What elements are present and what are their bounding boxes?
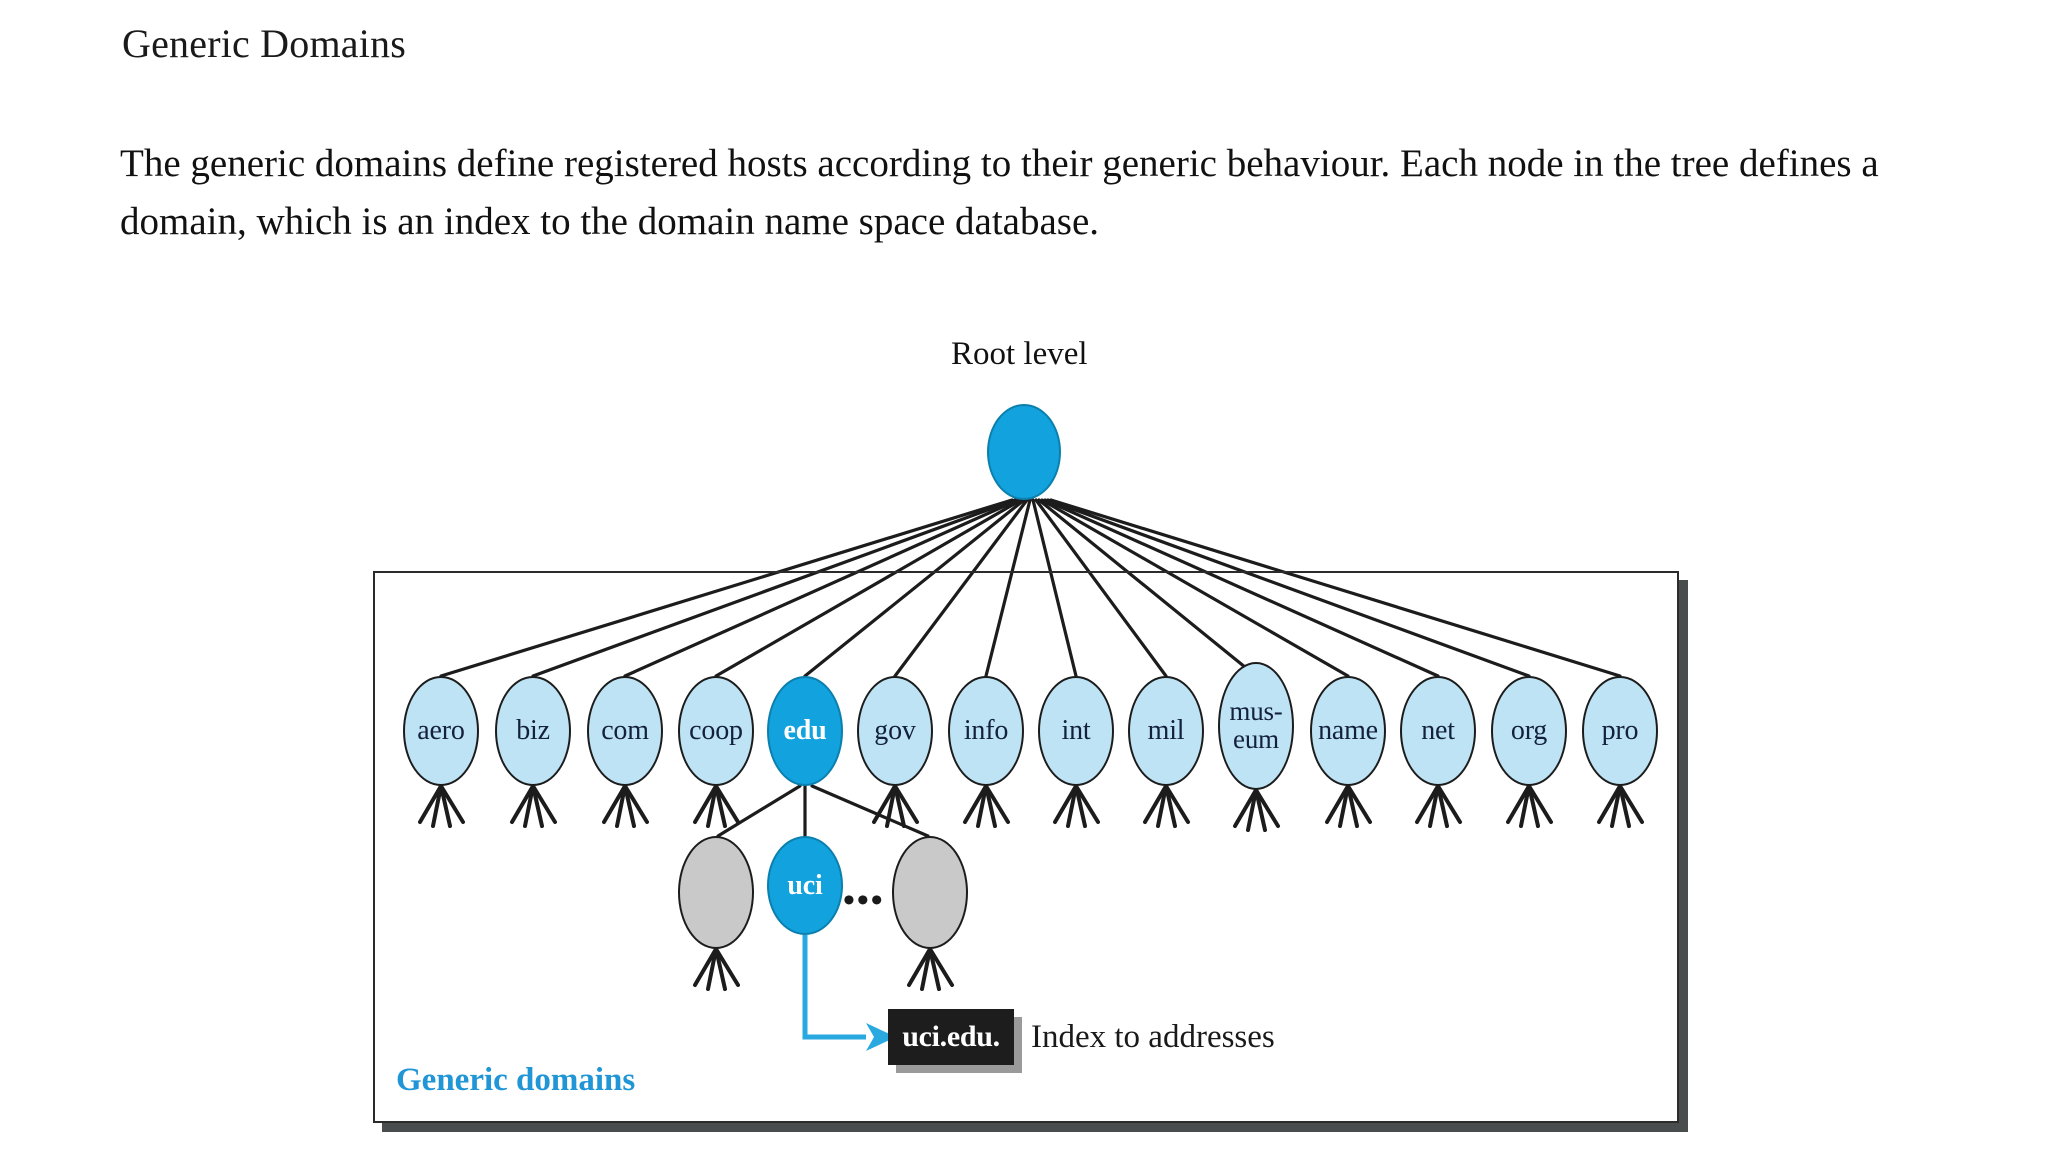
- node-uci-label: uci: [787, 869, 823, 901]
- node-org-label: org: [1510, 715, 1548, 746]
- node-biz[interactable]: biz: [495, 676, 571, 786]
- ellipsis-icon: •••: [843, 882, 885, 919]
- node-name[interactable]: name: [1310, 676, 1386, 786]
- node-gov-label: gov: [874, 715, 916, 746]
- node-uci[interactable]: uci: [767, 836, 843, 935]
- index-to-addresses-label: Index to addresses: [1031, 1019, 1275, 1055]
- node-pro-label: pro: [1601, 715, 1639, 746]
- node-name-label: name: [1318, 715, 1378, 746]
- node-int[interactable]: int: [1038, 676, 1114, 786]
- body-paragraph: The generic domains define registered ho…: [120, 142, 1879, 243]
- node-sub-right[interactable]: [892, 836, 968, 949]
- uci-edu-box[interactable]: uci.edu.: [888, 1009, 1014, 1065]
- diagram-frame: [373, 571, 1679, 1123]
- node-mil-label: mil: [1147, 715, 1185, 746]
- uci-edu-label: uci.edu.: [902, 1020, 1000, 1053]
- node-info[interactable]: info: [948, 676, 1024, 786]
- root-level-label: Root level: [951, 336, 1088, 372]
- node-gov[interactable]: gov: [857, 676, 933, 786]
- node-net-label: net: [1421, 715, 1455, 746]
- node-biz-label: biz: [516, 715, 550, 746]
- node-info-label: info: [963, 715, 1009, 746]
- node-net[interactable]: net: [1400, 676, 1476, 786]
- node-coop[interactable]: coop: [678, 676, 754, 786]
- node-mil[interactable]: mil: [1128, 676, 1204, 786]
- node-edu[interactable]: edu: [767, 676, 843, 786]
- node-com[interactable]: com: [587, 676, 663, 786]
- node-org[interactable]: org: [1491, 676, 1567, 786]
- node-aero[interactable]: aero: [403, 676, 479, 786]
- node-sub-left[interactable]: [678, 836, 754, 949]
- node-int-label: int: [1061, 715, 1091, 746]
- node-com-label: com: [601, 715, 649, 746]
- node-pro[interactable]: pro: [1582, 676, 1658, 786]
- node-coop-label: coop: [689, 715, 743, 746]
- page-title: Generic Domains: [122, 21, 407, 66]
- node-edu-label: edu: [783, 715, 827, 746]
- node-museum-label: mus- eum: [1229, 696, 1283, 754]
- node-museum[interactable]: mus- eum: [1218, 662, 1294, 790]
- node-aero-label: aero: [417, 715, 465, 746]
- generic-domains-caption: Generic domains: [396, 1062, 636, 1098]
- node-root[interactable]: [987, 404, 1061, 500]
